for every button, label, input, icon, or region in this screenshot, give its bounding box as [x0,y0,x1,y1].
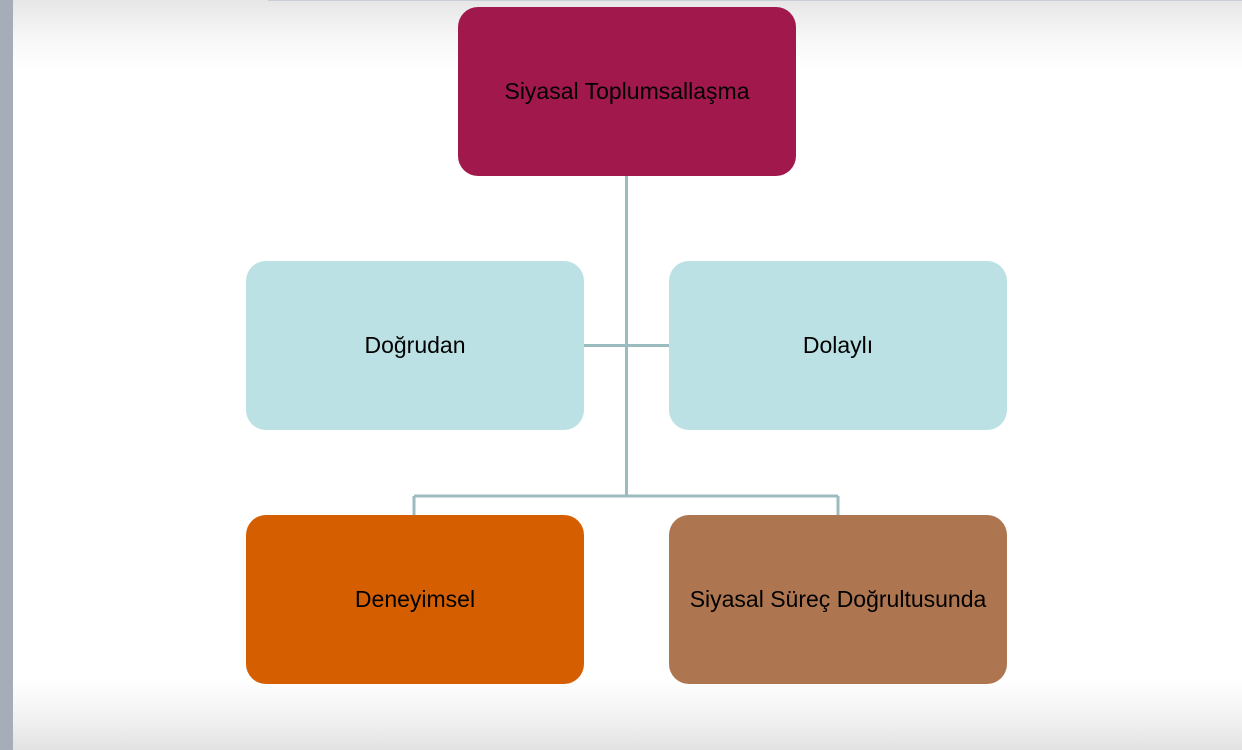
top-border-line [268,0,1242,1]
node-dogrudan: Doğrudan [246,261,584,430]
bottom-shading [13,680,1242,750]
node-dolayli: Dolaylı [669,261,1007,430]
node-deneyimsel: Deneyimsel [246,515,584,684]
node-label: Siyasal Süreç Doğrultusunda [689,586,987,612]
node-siyasal-toplumsallasma: Siyasal Toplumsallaşma [458,7,796,176]
left-edge-strip [0,0,13,750]
node-siyasal-surec-dogrultusunda: Siyasal Süreç Doğrultusunda [669,515,1007,684]
node-label: Dolaylı [802,332,874,358]
node-label: Doğrudan [364,332,466,358]
node-label: Siyasal Toplumsallaşma [504,78,750,104]
node-label: Deneyimsel [354,586,476,612]
